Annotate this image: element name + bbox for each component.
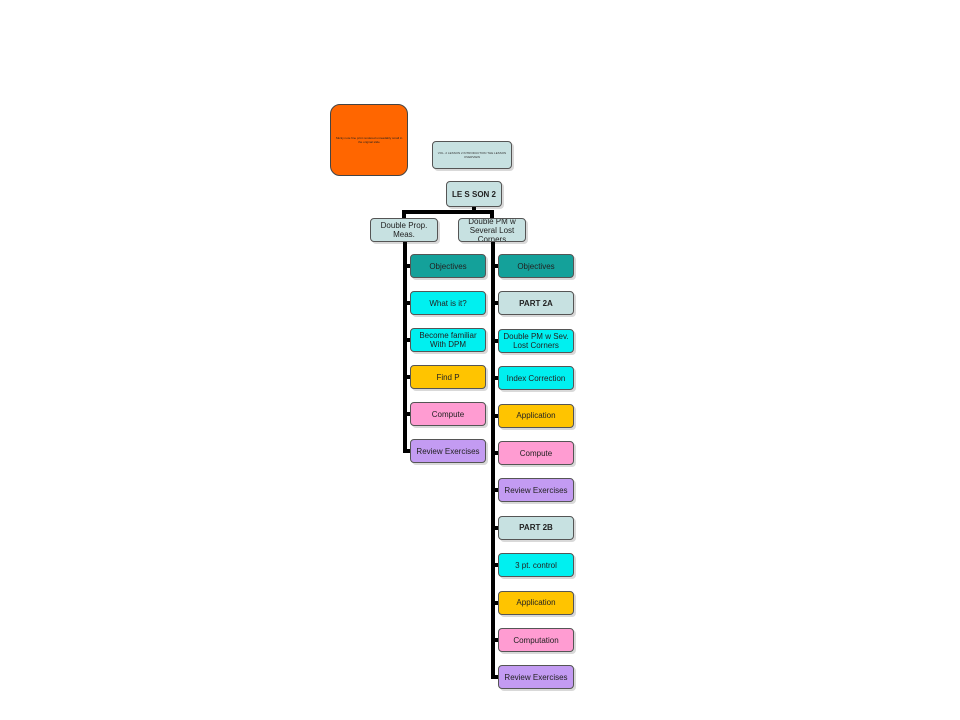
branch-1-connector [490, 210, 494, 220]
child-label: Objectives [429, 261, 467, 271]
child-node[interactable]: Double PM w Sev. Lost Corners [498, 328, 574, 353]
branch-label: Double Prop. Meas. [380, 221, 428, 239]
child-label: Review Exercises [504, 485, 568, 495]
child-node[interactable]: Objectives [498, 254, 574, 278]
child-label: Application [516, 598, 556, 608]
child-node[interactable]: Objectives [410, 254, 486, 278]
note-text: Sticky note fine print rendered unreadab… [335, 136, 403, 144]
child-label: Compute [431, 409, 465, 419]
child-connector [491, 376, 498, 381]
child-label: PART 2B [519, 523, 553, 533]
child-label: Double PM w Sev. Lost Corners [503, 331, 569, 350]
branch-bar [402, 210, 494, 214]
root-caption-box: VOL. 2 LESSON 2 INTRODUCTION THE LESSON … [432, 141, 512, 169]
child-connector [403, 449, 410, 453]
child-node[interactable]: PART 2A [498, 291, 574, 316]
child-connector [491, 488, 498, 493]
child-label: Index Correction [506, 373, 566, 383]
child-label: Objectives [517, 261, 555, 271]
child-node[interactable]: Become familiar With DPM [410, 328, 486, 352]
child-connector [491, 413, 498, 418]
child-connector [403, 375, 410, 379]
child-connector [403, 338, 410, 342]
child-label: Find P [436, 372, 460, 382]
child-label: Become familiar With DPM [419, 331, 477, 349]
child-node[interactable]: Review Exercises [410, 439, 486, 463]
child-node[interactable]: Compute [410, 402, 486, 426]
root-label: LE S SON 2 [451, 189, 496, 199]
child-connector [403, 412, 410, 416]
child-connector [403, 301, 410, 305]
child-connector [491, 451, 498, 455]
child-label: Application [516, 411, 556, 421]
child-connector [491, 600, 498, 605]
child-node[interactable]: Find P [410, 365, 486, 389]
child-connector [491, 563, 498, 568]
root-node[interactable]: LE S SON 2 [446, 181, 502, 207]
branch-0-connector [402, 210, 406, 220]
child-label: What is it? [429, 298, 467, 308]
child-connector [491, 525, 498, 530]
child-connector [491, 675, 498, 680]
branch-0-spine [403, 242, 407, 453]
child-node[interactable]: PART 2B [498, 515, 574, 540]
child-connector [491, 264, 498, 268]
child-connector [491, 338, 498, 343]
child-label: Review Exercises [504, 672, 568, 682]
child-label: PART 2A [519, 298, 553, 308]
child-node[interactable]: What is it? [410, 291, 486, 315]
child-label: 3 pt. control [515, 560, 557, 570]
child-label: Compute [519, 448, 553, 458]
orange-note: Sticky note fine print rendered unreadab… [330, 104, 408, 176]
child-node[interactable]: 3 pt. control [498, 553, 574, 578]
root-caption-text: VOL. 2 LESSON 2 INTRODUCTION THE LESSON … [437, 151, 507, 159]
branch-node-double-pm-several-lost-corners[interactable]: Double PM w Several Lost Corners [458, 218, 526, 242]
child-connector [491, 301, 498, 306]
child-node[interactable]: Application [498, 403, 574, 428]
branch-label: Double PM w Several Lost Corners [468, 218, 516, 242]
child-connector [403, 264, 410, 268]
child-node[interactable]: Review Exercises [498, 478, 574, 503]
root-connector [472, 207, 476, 212]
branch-node-double-prop-meas[interactable]: Double Prop. Meas. [370, 218, 438, 242]
branch-1-spine [491, 242, 495, 680]
child-connector [491, 638, 498, 642]
child-node[interactable]: Application [498, 590, 574, 615]
child-node[interactable]: Review Exercises [498, 665, 574, 690]
child-node[interactable]: Compute [498, 441, 574, 465]
child-label: Computation [513, 635, 559, 645]
child-node[interactable]: Computation [498, 628, 574, 652]
child-node[interactable]: Index Correction [498, 366, 574, 391]
child-label: Review Exercises [416, 446, 480, 456]
